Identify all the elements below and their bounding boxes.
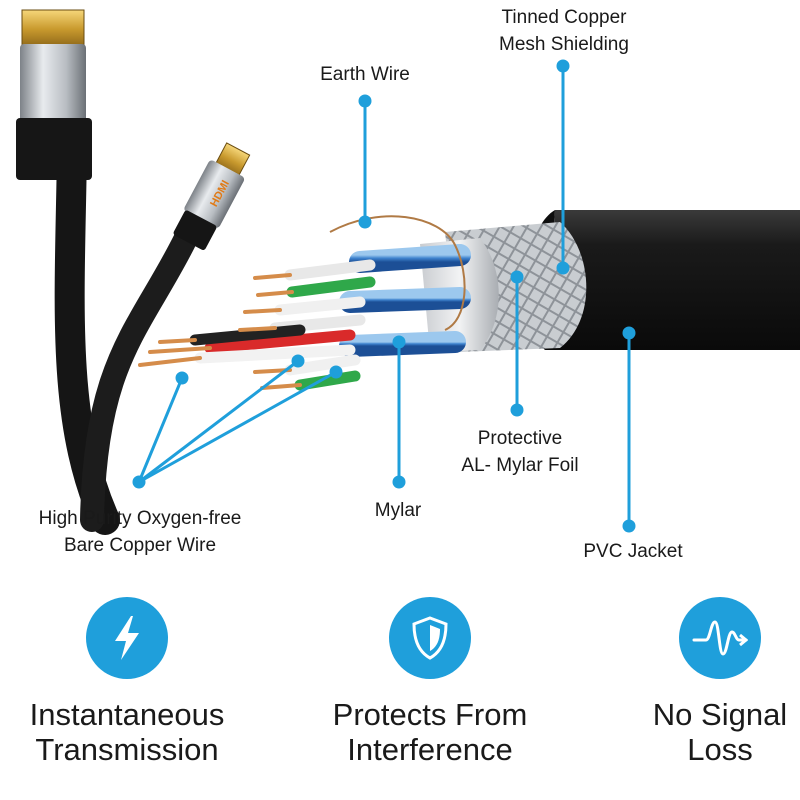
- feature-title-line: Instantaneous: [29, 697, 225, 732]
- feature-protects-from-interference: Protects From Interference: [300, 597, 560, 767]
- label-line: Bare Copper Wire: [63, 535, 217, 556]
- feature-title-line: No Signal: [652, 697, 788, 732]
- label-copper-wire: High Purity Oxygen-free Bare Copper Wire: [0, 505, 280, 559]
- label-earth-wire: Earth Wire: [320, 64, 410, 85]
- feature-no-signal-loss: No Signal Loss: [590, 597, 800, 767]
- hdmi-cable-illustration: HDMI: [16, 9, 251, 535]
- label-mylar: Mylar: [374, 500, 422, 521]
- label-line: Mesh Shielding: [499, 34, 629, 55]
- label-line: AL- Mylar Foil: [461, 455, 579, 476]
- label-line: Tinned Copper: [501, 7, 627, 28]
- label-line: High Purity Oxygen-free: [38, 508, 242, 529]
- feature-title-line: Transmission: [35, 732, 219, 767]
- lightning-bolt-icon: [86, 597, 168, 679]
- pointer-lines: [132, 59, 636, 533]
- label-line: Protective: [477, 428, 563, 449]
- label-pvc-jacket: PVC Jacket: [583, 541, 683, 562]
- label-tinned-copper-mesh: Tinned Copper Mesh Shielding: [469, 4, 659, 58]
- shield-icon: [389, 597, 471, 679]
- label-protective-foil: Protective AL- Mylar Foil: [430, 425, 610, 479]
- signal-wave-icon: [679, 597, 761, 679]
- cable-cutaway: [138, 210, 800, 391]
- feature-title-line: Loss: [687, 732, 753, 767]
- feature-title-line: Interference: [347, 732, 513, 767]
- feature-title-line: Protects From: [332, 697, 528, 732]
- feature-instantaneous-transmission: Instantaneous Transmission: [0, 597, 257, 767]
